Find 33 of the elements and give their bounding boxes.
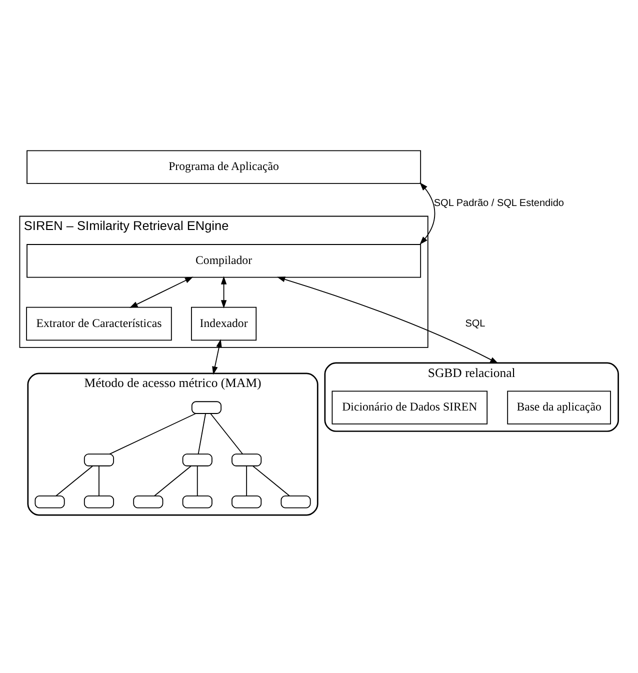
node-box: [191, 401, 222, 414]
node-box: [34, 495, 65, 508]
arrow: [276, 276, 498, 364]
cluster: Método de acesso métrico (MAM): [27, 372, 318, 516]
connector: [196, 466, 198, 496]
connector: [154, 466, 192, 496]
node-box: [133, 495, 164, 508]
connector: [210, 413, 244, 454]
edge-label: SQL: [465, 318, 486, 330]
arrow: [420, 182, 436, 245]
node-box: [232, 454, 262, 466]
node-box: [84, 495, 114, 508]
arrow: [212, 339, 222, 375]
edge-label: SQL Padrão / SQL Estendido: [434, 198, 564, 210]
connector: [252, 466, 290, 496]
node-box: Dicionário de Dados SIREN: [332, 390, 488, 424]
node-box: [182, 495, 212, 508]
node-box: [182, 454, 212, 466]
node-box: Indexador: [191, 306, 257, 341]
node-box: Compilador: [26, 244, 422, 278]
node-box: Extrator de Características: [26, 306, 172, 341]
connector: [98, 466, 100, 496]
node-box: Programa de Aplicação: [26, 150, 422, 184]
node-box: [232, 495, 262, 508]
node-box: Base da aplicação: [507, 390, 611, 424]
connector: [109, 413, 196, 454]
arrow: [220, 276, 227, 308]
arrow: [130, 276, 194, 308]
node-box: [84, 454, 114, 466]
connector: [246, 466, 248, 496]
connector: [56, 466, 93, 496]
connector: [198, 413, 206, 454]
node-box: [280, 495, 311, 508]
